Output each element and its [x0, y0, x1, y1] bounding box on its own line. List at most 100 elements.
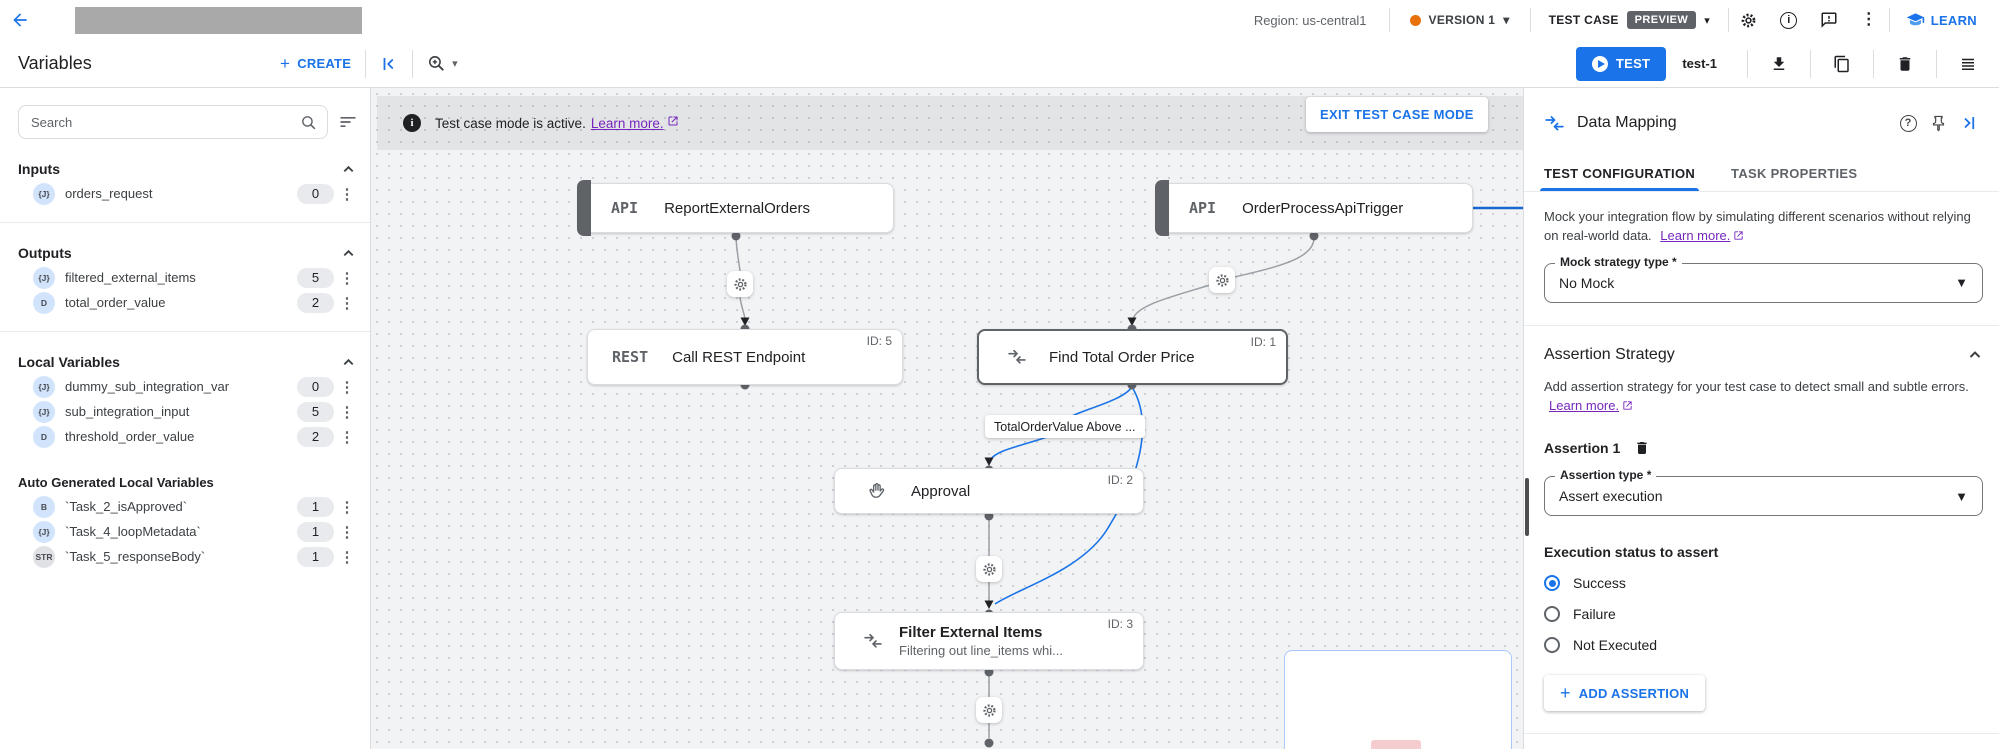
log-list-button[interactable] — [1951, 47, 1985, 81]
radio-icon — [1544, 606, 1560, 623]
feedback-button[interactable] — [1809, 0, 1849, 40]
variable-name: `Task_4_loopMetadata` — [65, 524, 201, 539]
usage-count-badge: 0 — [297, 376, 334, 397]
delete-assertion-button[interactable] — [1634, 440, 1650, 456]
download-button[interactable] — [1762, 47, 1796, 81]
pin-button[interactable] — [1923, 108, 1953, 138]
radio-success[interactable]: Success — [1544, 575, 1983, 592]
delete-button[interactable] — [1888, 47, 1922, 81]
mock-strategy-select[interactable]: Mock strategy type * No Mock ▼ — [1544, 254, 1983, 303]
node-title: Filter External Items — [899, 624, 1043, 641]
edge-menu-gear[interactable] — [727, 271, 753, 297]
back-button[interactable] — [0, 0, 40, 40]
variable-row[interactable]: {J} sub_integration_input 5 ⋮ — [0, 399, 370, 424]
data-mapping-icon — [863, 631, 883, 651]
tab-test-configuration[interactable]: TEST CONFIGURATION — [1526, 154, 1713, 191]
task-id: ID: 5 — [866, 334, 892, 348]
variable-row[interactable]: D threshold_order_value 2 ⋮ — [0, 424, 370, 449]
edge-menu-gear[interactable] — [1209, 267, 1235, 293]
flow-canvas[interactable]: i Test case mode is active. Learn more. … — [371, 88, 1523, 749]
node-find-total-order-price[interactable]: ID: 1 Find Total Order Price — [977, 329, 1288, 385]
section-outputs[interactable]: Outputs — [18, 245, 356, 261]
learn-link[interactable]: LEARN — [1890, 11, 1985, 30]
help-button[interactable]: ? — [1893, 108, 1923, 138]
radio-not-executed[interactable]: Not Executed — [1544, 637, 1983, 654]
data-mapping-icon — [1007, 347, 1027, 367]
variable-row[interactable]: {J} filtered_external_items 5 ⋮ — [0, 265, 370, 290]
section-local-variables[interactable]: Local Variables — [18, 354, 356, 370]
section-inputs[interactable]: Inputs — [18, 161, 356, 177]
panel-title: Data Mapping — [1577, 114, 1677, 131]
zoom-control[interactable]: ▾ — [427, 54, 458, 73]
variable-row[interactable]: D total_order_value 2 ⋮ — [0, 290, 370, 315]
variable-row[interactable]: {J} dummy_sub_integration_var 0 ⋮ — [0, 374, 370, 399]
node-filter-external-items[interactable]: ID: 3 Filter External Items Filtering ou… — [834, 612, 1144, 670]
collapse-sidebar-button[interactable] — [380, 55, 398, 73]
variable-row[interactable]: {J} orders_request 0 ⋮ — [0, 181, 370, 206]
chevron-up-icon[interactable] — [1967, 347, 1983, 363]
variable-menu-button[interactable]: ⋮ — [339, 403, 355, 421]
kebab-icon: ⋮ — [1860, 11, 1877, 28]
usage-count-badge: 5 — [297, 401, 334, 422]
variable-menu-button[interactable]: ⋮ — [339, 185, 355, 203]
exit-test-case-mode-button[interactable]: EXIT TEST CASE MODE — [1306, 97, 1488, 132]
list-icon — [1962, 58, 1974, 70]
boolean-type-icon: B — [33, 495, 55, 518]
variables-toolbar: Variables + CREATE ▾ TEST test-1 — [0, 40, 1999, 88]
assertion-type-select[interactable]: Assertion type * Assert execution ▼ — [1544, 468, 1983, 517]
variable-name: sub_integration_input — [65, 404, 190, 419]
json-type-icon: {J} — [33, 400, 55, 423]
string-type-icon: STR — [33, 545, 55, 568]
edge-menu-gear[interactable] — [976, 556, 1002, 582]
learn-more-link[interactable]: Learn more. — [1660, 227, 1731, 243]
panel-scrollbar[interactable] — [1525, 478, 1529, 536]
variable-menu-button[interactable]: ⋮ — [339, 269, 355, 287]
preview-badge: PREVIEW — [1626, 11, 1697, 29]
node-report-external-orders[interactable]: API ReportExternalOrders — [577, 180, 894, 236]
learn-more-link[interactable]: Learn more. — [590, 115, 664, 131]
test-case-selector[interactable]: TEST CASE PREVIEW ▾ — [1531, 11, 1728, 29]
version-status-dot — [1409, 14, 1421, 26]
divider — [1727, 8, 1729, 32]
variable-menu-button[interactable]: ⋮ — [339, 378, 355, 396]
copy-button[interactable] — [1825, 47, 1859, 81]
tab-task-properties[interactable]: TASK PROPERTIES — [1731, 166, 1858, 181]
chevron-up-icon — [341, 246, 356, 261]
edge-condition-label[interactable]: TotalOrderValue Above ... — [985, 415, 1145, 438]
variable-row[interactable]: {J} `Task_4_loopMetadata` 1 ⋮ — [0, 519, 370, 544]
page-title: Variables — [18, 53, 92, 73]
node-text: Filter External Items Filtering out line… — [899, 624, 1063, 658]
edge-menu-gear[interactable] — [976, 697, 1002, 723]
variable-menu-button[interactable]: ⋮ — [339, 523, 355, 541]
task-id: ID: 1 — [1250, 335, 1276, 349]
sort-button[interactable] — [338, 112, 358, 132]
add-assertion-button[interactable]: + ADD ASSERTION — [1544, 675, 1706, 712]
variable-menu-button[interactable]: ⋮ — [339, 498, 355, 516]
node-order-process-api-trigger[interactable]: API OrderProcessApiTrigger — [1155, 180, 1473, 236]
variable-row[interactable]: B `Task_2_isApproved` 1 ⋮ — [0, 494, 370, 519]
variable-menu-button[interactable]: ⋮ — [339, 428, 355, 446]
collapse-panel-button[interactable] — [1953, 108, 1983, 138]
learn-more-link[interactable]: Learn more. — [1549, 397, 1620, 413]
search-icon — [302, 115, 316, 129]
node-call-rest-endpoint[interactable]: ID: 5 REST Call REST Endpoint — [587, 329, 903, 385]
divider — [1936, 49, 1937, 78]
variable-name: filtered_external_items — [65, 270, 196, 285]
variable-row[interactable]: STR `Task_5_responseBody` 1 ⋮ — [0, 544, 370, 569]
more-options-button[interactable]: ⋮ — [1849, 0, 1889, 40]
variable-menu-button[interactable]: ⋮ — [339, 548, 355, 566]
variable-menu-button[interactable]: ⋮ — [339, 294, 355, 312]
create-variable-button[interactable]: + CREATE — [280, 55, 351, 72]
usage-count-badge: 2 — [297, 292, 334, 313]
divider — [1524, 733, 1999, 735]
test-button[interactable]: TEST — [1575, 46, 1667, 81]
node-approval[interactable]: ID: 2 Approval — [834, 468, 1144, 514]
create-label: CREATE — [297, 56, 352, 71]
search-box[interactable] — [18, 105, 328, 139]
radio-failure[interactable]: Failure — [1544, 606, 1983, 623]
version-selector[interactable]: VERSION 1 ▾ — [1390, 13, 1530, 27]
settings-button[interactable] — [1729, 0, 1769, 40]
info-button[interactable]: i — [1769, 0, 1809, 40]
search-input[interactable] — [31, 114, 300, 130]
rest-badge: REST — [612, 348, 649, 366]
